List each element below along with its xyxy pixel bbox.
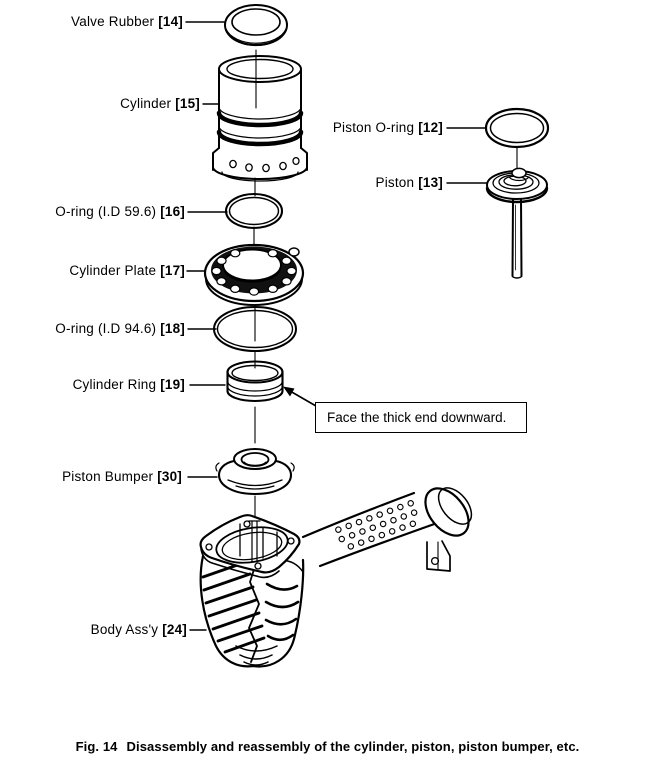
- cylinder-plate-part: [203, 243, 305, 306]
- label-piston-o-ring: Piston O-ring [12]: [333, 120, 443, 136]
- figure-caption: Fig. 14 Disassembly and reassembly of the…: [0, 739, 655, 754]
- figure-number: Fig. 14: [75, 739, 118, 754]
- part-name: Cylinder Plate: [69, 263, 157, 278]
- callout-arrow: [283, 386, 317, 407]
- valve-rubber-part: [224, 4, 288, 47]
- part-name: Piston: [375, 175, 415, 190]
- part-ref: [12]: [418, 120, 443, 135]
- part-ref: [17]: [160, 263, 185, 278]
- label-cylinder: Cylinder [15]: [120, 96, 200, 112]
- o-ring-59-part: [224, 192, 284, 230]
- part-name: O-ring (I.D 59.6): [55, 204, 157, 219]
- label-o-ring-59: O-ring (I.D 59.6) [16]: [55, 204, 185, 220]
- part-ref: [30]: [157, 469, 182, 484]
- label-body-assy: Body Ass'y [24]: [91, 622, 187, 638]
- part-name: Body Ass'y: [90, 622, 159, 637]
- part-ref: [18]: [160, 321, 185, 336]
- body-assy-part: [199, 487, 473, 668]
- o-ring-94-part: [213, 306, 297, 352]
- label-valve-rubber: Valve Rubber [14]: [71, 14, 183, 30]
- part-ref: [14]: [158, 14, 183, 29]
- label-piston: Piston [13]: [376, 175, 444, 191]
- part-name: Valve Rubber: [71, 14, 155, 29]
- part-name: Piston O-ring: [332, 120, 415, 135]
- part-ref: [13]: [418, 175, 443, 190]
- part-name: Cylinder Ring: [72, 377, 157, 392]
- label-cylinder-plate: Cylinder Plate [17]: [69, 263, 185, 279]
- piston-o-ring-part: [484, 107, 550, 149]
- part-ref: [19]: [160, 377, 185, 392]
- part-ref: [24]: [162, 622, 187, 637]
- cylinder-part: [212, 55, 308, 182]
- part-ref: [16]: [160, 204, 185, 219]
- part-name: Cylinder: [120, 96, 172, 111]
- body-flange: [199, 514, 301, 579]
- figure-caption-text: Disassembly and reassembly of the cylind…: [126, 739, 580, 754]
- label-o-ring-94: O-ring (I.D 94.6) [18]: [55, 321, 185, 337]
- body-cup: [199, 554, 305, 668]
- leader-lines: [185, 21, 490, 631]
- piston-part: [485, 167, 549, 279]
- part-ref: [15]: [175, 96, 200, 111]
- part-name: Piston Bumper: [62, 469, 154, 484]
- cylinder-ring-part: [226, 360, 284, 403]
- piston-bumper-part: [215, 448, 295, 496]
- part-name: O-ring (I.D 94.6): [55, 321, 157, 336]
- label-cylinder-ring: Cylinder Ring [19]: [73, 377, 185, 393]
- callout-box: Face the thick end downward.: [315, 402, 527, 433]
- callout-text: Face the thick end downward.: [327, 410, 507, 425]
- label-piston-bumper: Piston Bumper [30]: [62, 469, 182, 485]
- body-handle: [301, 487, 473, 572]
